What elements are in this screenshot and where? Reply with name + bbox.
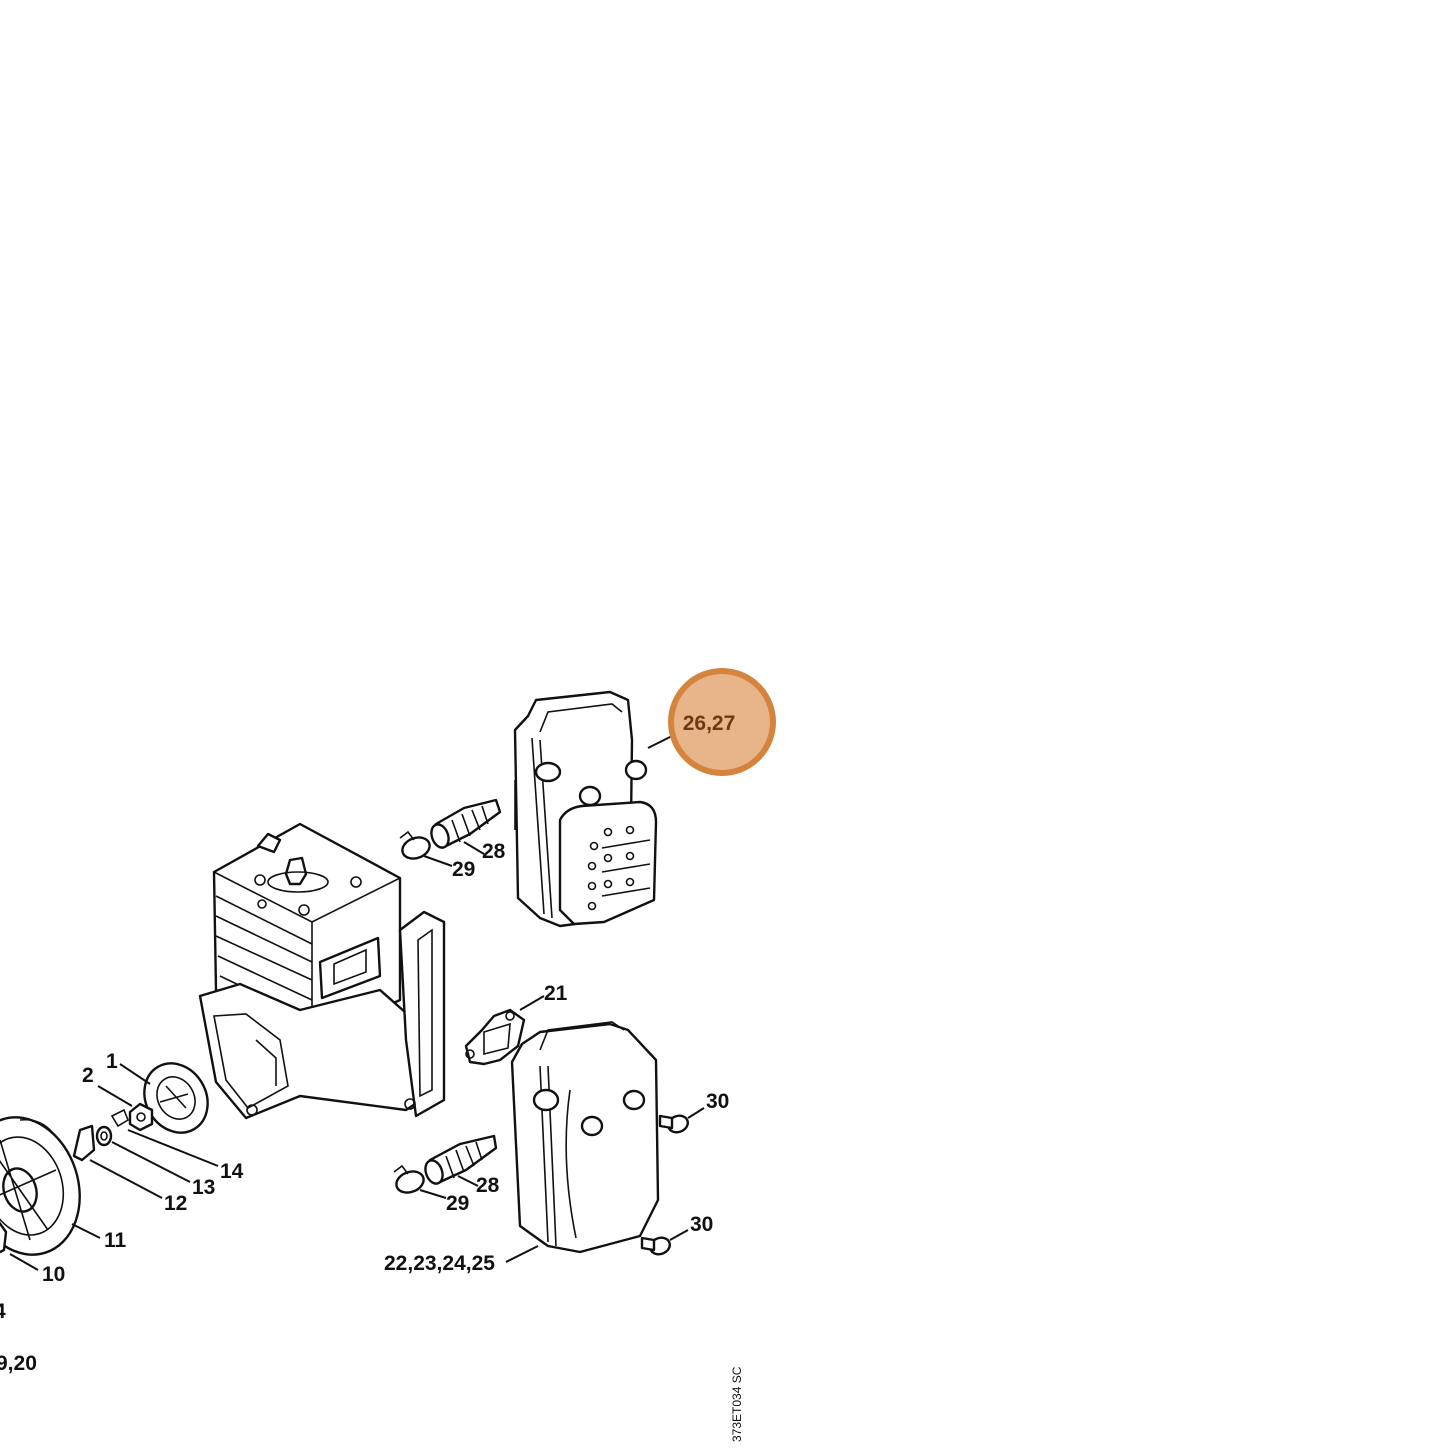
clamp-lower[interactable] — [393, 1164, 426, 1196]
label-11[interactable]: 11 — [104, 1229, 127, 1252]
leader-1 — [119, 1063, 151, 1085]
leader-10 — [9, 1253, 39, 1271]
label-30-upper[interactable]: 30 — [706, 1090, 729, 1113]
label-28-lower[interactable]: 28 — [476, 1174, 500, 1197]
leader-13 — [111, 1141, 191, 1183]
label-4-partial[interactable]: 4 — [0, 1300, 6, 1323]
label-14[interactable]: 14 — [220, 1160, 244, 1183]
label-29-upper[interactable]: 29 — [452, 858, 475, 881]
leader-29-upper — [423, 855, 453, 867]
leader-26-27 — [647, 735, 673, 749]
leader-11 — [71, 1223, 101, 1239]
spark-arrestor-lower[interactable] — [422, 1134, 498, 1186]
label-2[interactable]: 2 — [82, 1064, 94, 1087]
callout-highlight-26-27[interactable]: 26,27 — [668, 668, 776, 776]
screw-30-upper[interactable] — [658, 1113, 690, 1135]
leader-12 — [89, 1159, 163, 1199]
leader-28-lower — [457, 1175, 479, 1187]
clip-14[interactable] — [110, 1108, 129, 1128]
clutch-drum-1[interactable] — [132, 1052, 220, 1144]
label-21[interactable]: 21 — [544, 982, 568, 1005]
label-13[interactable]: 13 — [192, 1176, 215, 1199]
bracket-12[interactable] — [72, 1124, 96, 1162]
leader-30-upper — [687, 1107, 705, 1119]
leader-22 — [505, 1245, 539, 1263]
drawing-code: 373ET034 SC — [730, 1366, 744, 1442]
leader-29-lower — [419, 1189, 447, 1199]
label-30-lower[interactable]: 30 — [690, 1213, 713, 1236]
label-9-20-partial[interactable]: 9,20 — [0, 1352, 37, 1375]
spark-arrestor-upper[interactable] — [428, 798, 502, 850]
callout-label-26-27: 26,27 — [683, 712, 736, 735]
leader-14 — [127, 1129, 219, 1167]
engine-crankcase[interactable] — [198, 910, 446, 1120]
clamp-upper[interactable] — [399, 830, 432, 862]
label-22-23-24-25[interactable]: 22,23,24,25 — [384, 1252, 495, 1275]
muffler-lower[interactable] — [510, 1021, 660, 1254]
label-28-upper[interactable]: 28 — [482, 840, 506, 863]
nut-2[interactable] — [128, 1102, 154, 1132]
leader-21 — [519, 995, 545, 1011]
part-10[interactable] — [0, 1218, 8, 1254]
leader-28-upper — [463, 841, 485, 855]
washer-13[interactable] — [95, 1125, 113, 1147]
label-10[interactable]: 10 — [42, 1263, 65, 1286]
label-12[interactable]: 12 — [164, 1192, 187, 1215]
screw-30-lower[interactable] — [640, 1235, 672, 1257]
label-29-lower[interactable]: 29 — [446, 1192, 469, 1215]
flywheel-11[interactable] — [0, 1103, 97, 1270]
leader-2 — [97, 1085, 133, 1107]
leader-30-lower — [669, 1229, 689, 1241]
engine-cylinder[interactable] — [212, 822, 402, 1042]
label-1[interactable]: 1 — [106, 1050, 118, 1073]
gasket-21[interactable] — [464, 1008, 526, 1066]
muffler-upper[interactable] — [513, 690, 658, 928]
